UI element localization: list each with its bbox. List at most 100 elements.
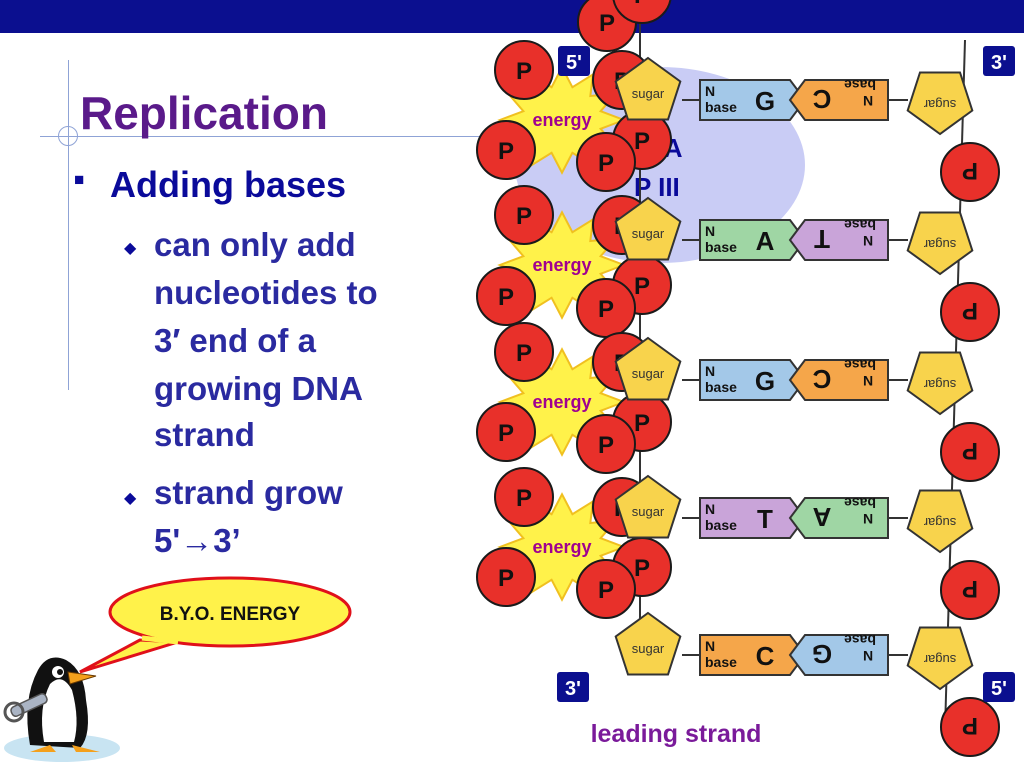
template-base-letter: T (814, 224, 830, 254)
energy-label: energy (532, 392, 591, 412)
phosphate-label: P (598, 577, 614, 604)
base-label: base (844, 217, 876, 233)
title-bar (0, 0, 1024, 33)
base-label: base (705, 99, 737, 115)
square-bullet-icon: ■ (74, 170, 85, 189)
new-base-letter: A (756, 226, 775, 256)
phosphate-circle (494, 322, 554, 382)
base-label: base (705, 517, 737, 533)
penguin-mascot-icon (3, 657, 120, 762)
sugar-label: sugar (923, 377, 956, 392)
base-label: base (705, 379, 737, 395)
sub-bullet-line: can only add (154, 226, 356, 263)
energy-label: energy (532, 110, 591, 130)
phosphate-label: P (634, 410, 650, 437)
phosphate-label: P (962, 297, 978, 324)
base-label: base (844, 632, 876, 648)
phosphate-circle (940, 560, 1000, 620)
phosphate-label: P (634, 128, 650, 155)
decorative-vertical-line (68, 60, 69, 390)
n-label: N (705, 363, 715, 379)
template-base-letter: C (812, 364, 831, 394)
phosphate-circle (612, 0, 672, 24)
phosphate-circle (476, 547, 536, 607)
sugar-pentagon (906, 626, 974, 691)
sugar-label: sugar (923, 652, 956, 667)
sugar-label: sugar (923, 515, 956, 530)
speech-bubble: B.Y.O. ENERGY (79, 576, 352, 674)
phosphate-label: P (516, 203, 532, 230)
phosphate-label: P (634, 555, 650, 582)
sub-bullet-line: 3′ end of a (154, 322, 316, 359)
phosphate-label: P (962, 157, 978, 184)
base-label: base (844, 77, 876, 93)
sugar-label: sugar (632, 366, 665, 381)
three-prime-end-bottom (557, 672, 589, 702)
phosphate-label: P (516, 485, 532, 512)
sugar-pentagon (614, 474, 682, 539)
phosphate-label: P (498, 420, 514, 447)
new-base-letter: G (755, 366, 775, 396)
phosphate-label: P (634, 0, 650, 9)
sub-bullet-line: nucleotides to (154, 274, 378, 311)
three-prime-label: 3' (991, 52, 1007, 74)
phosphate-label: P (634, 273, 650, 300)
five-prime-end-top (558, 46, 590, 76)
n-label: N (863, 93, 873, 109)
n-label: N (863, 648, 873, 664)
phosphate-circle (576, 132, 636, 192)
phosphate-label: P (962, 575, 978, 602)
phosphate-circle (476, 402, 536, 462)
phosphate-label: P (599, 10, 615, 37)
phosphate-circle (940, 282, 1000, 342)
n-label: N (705, 83, 715, 99)
phosphate-circle (940, 697, 1000, 757)
sugar-pentagon (614, 336, 682, 401)
base-label: base (705, 654, 737, 670)
phosphate-label: P (516, 340, 532, 367)
sub-bullet-line: strand (154, 416, 255, 453)
phosphate-label: P (498, 565, 514, 592)
base-label: base (844, 357, 876, 373)
n-label: N (863, 511, 873, 527)
new-base-letter: G (755, 86, 775, 116)
sugar-pentagon (906, 351, 974, 416)
phosphate-circle (576, 559, 636, 619)
template-base-letter: C (812, 84, 831, 114)
phosphate-circle (494, 467, 554, 527)
three-prime-label: 3' (565, 678, 581, 700)
sugar-pentagon (906, 489, 974, 554)
sub-bullet-line: 5'→3’ (154, 522, 241, 559)
phosphate-label: P (498, 284, 514, 311)
five-prime-label: 5' (991, 678, 1007, 700)
diamond-bullet-icon: ◆ (124, 240, 137, 257)
sub-bullet-line: strand grow (154, 474, 343, 511)
template-base-letter: A (812, 502, 831, 532)
phosphate-circle (576, 414, 636, 474)
sugar-label: sugar (632, 226, 665, 241)
leading-strand-label: leading strand (591, 720, 762, 748)
new-base-letter: C (756, 641, 775, 671)
top-phosphates: PP (577, 0, 672, 52)
energy-label: energy (532, 255, 591, 275)
phosphate-circle (494, 185, 554, 245)
diamond-bullet-icon: ◆ (124, 490, 137, 507)
n-label: N (863, 373, 873, 389)
phosphate-circle (940, 422, 1000, 482)
sugar-pentagon (906, 211, 974, 276)
sugar-pentagon (614, 611, 682, 676)
sugar-label: sugar (632, 86, 665, 101)
phosphate-label: P (962, 712, 978, 739)
five-prime-end-bottom (983, 672, 1015, 702)
phosphate-label: P (498, 138, 514, 165)
n-label: N (705, 638, 715, 654)
n-label: N (705, 501, 715, 517)
phosphate-label: P (598, 432, 614, 459)
template-base-letter: G (812, 639, 832, 669)
